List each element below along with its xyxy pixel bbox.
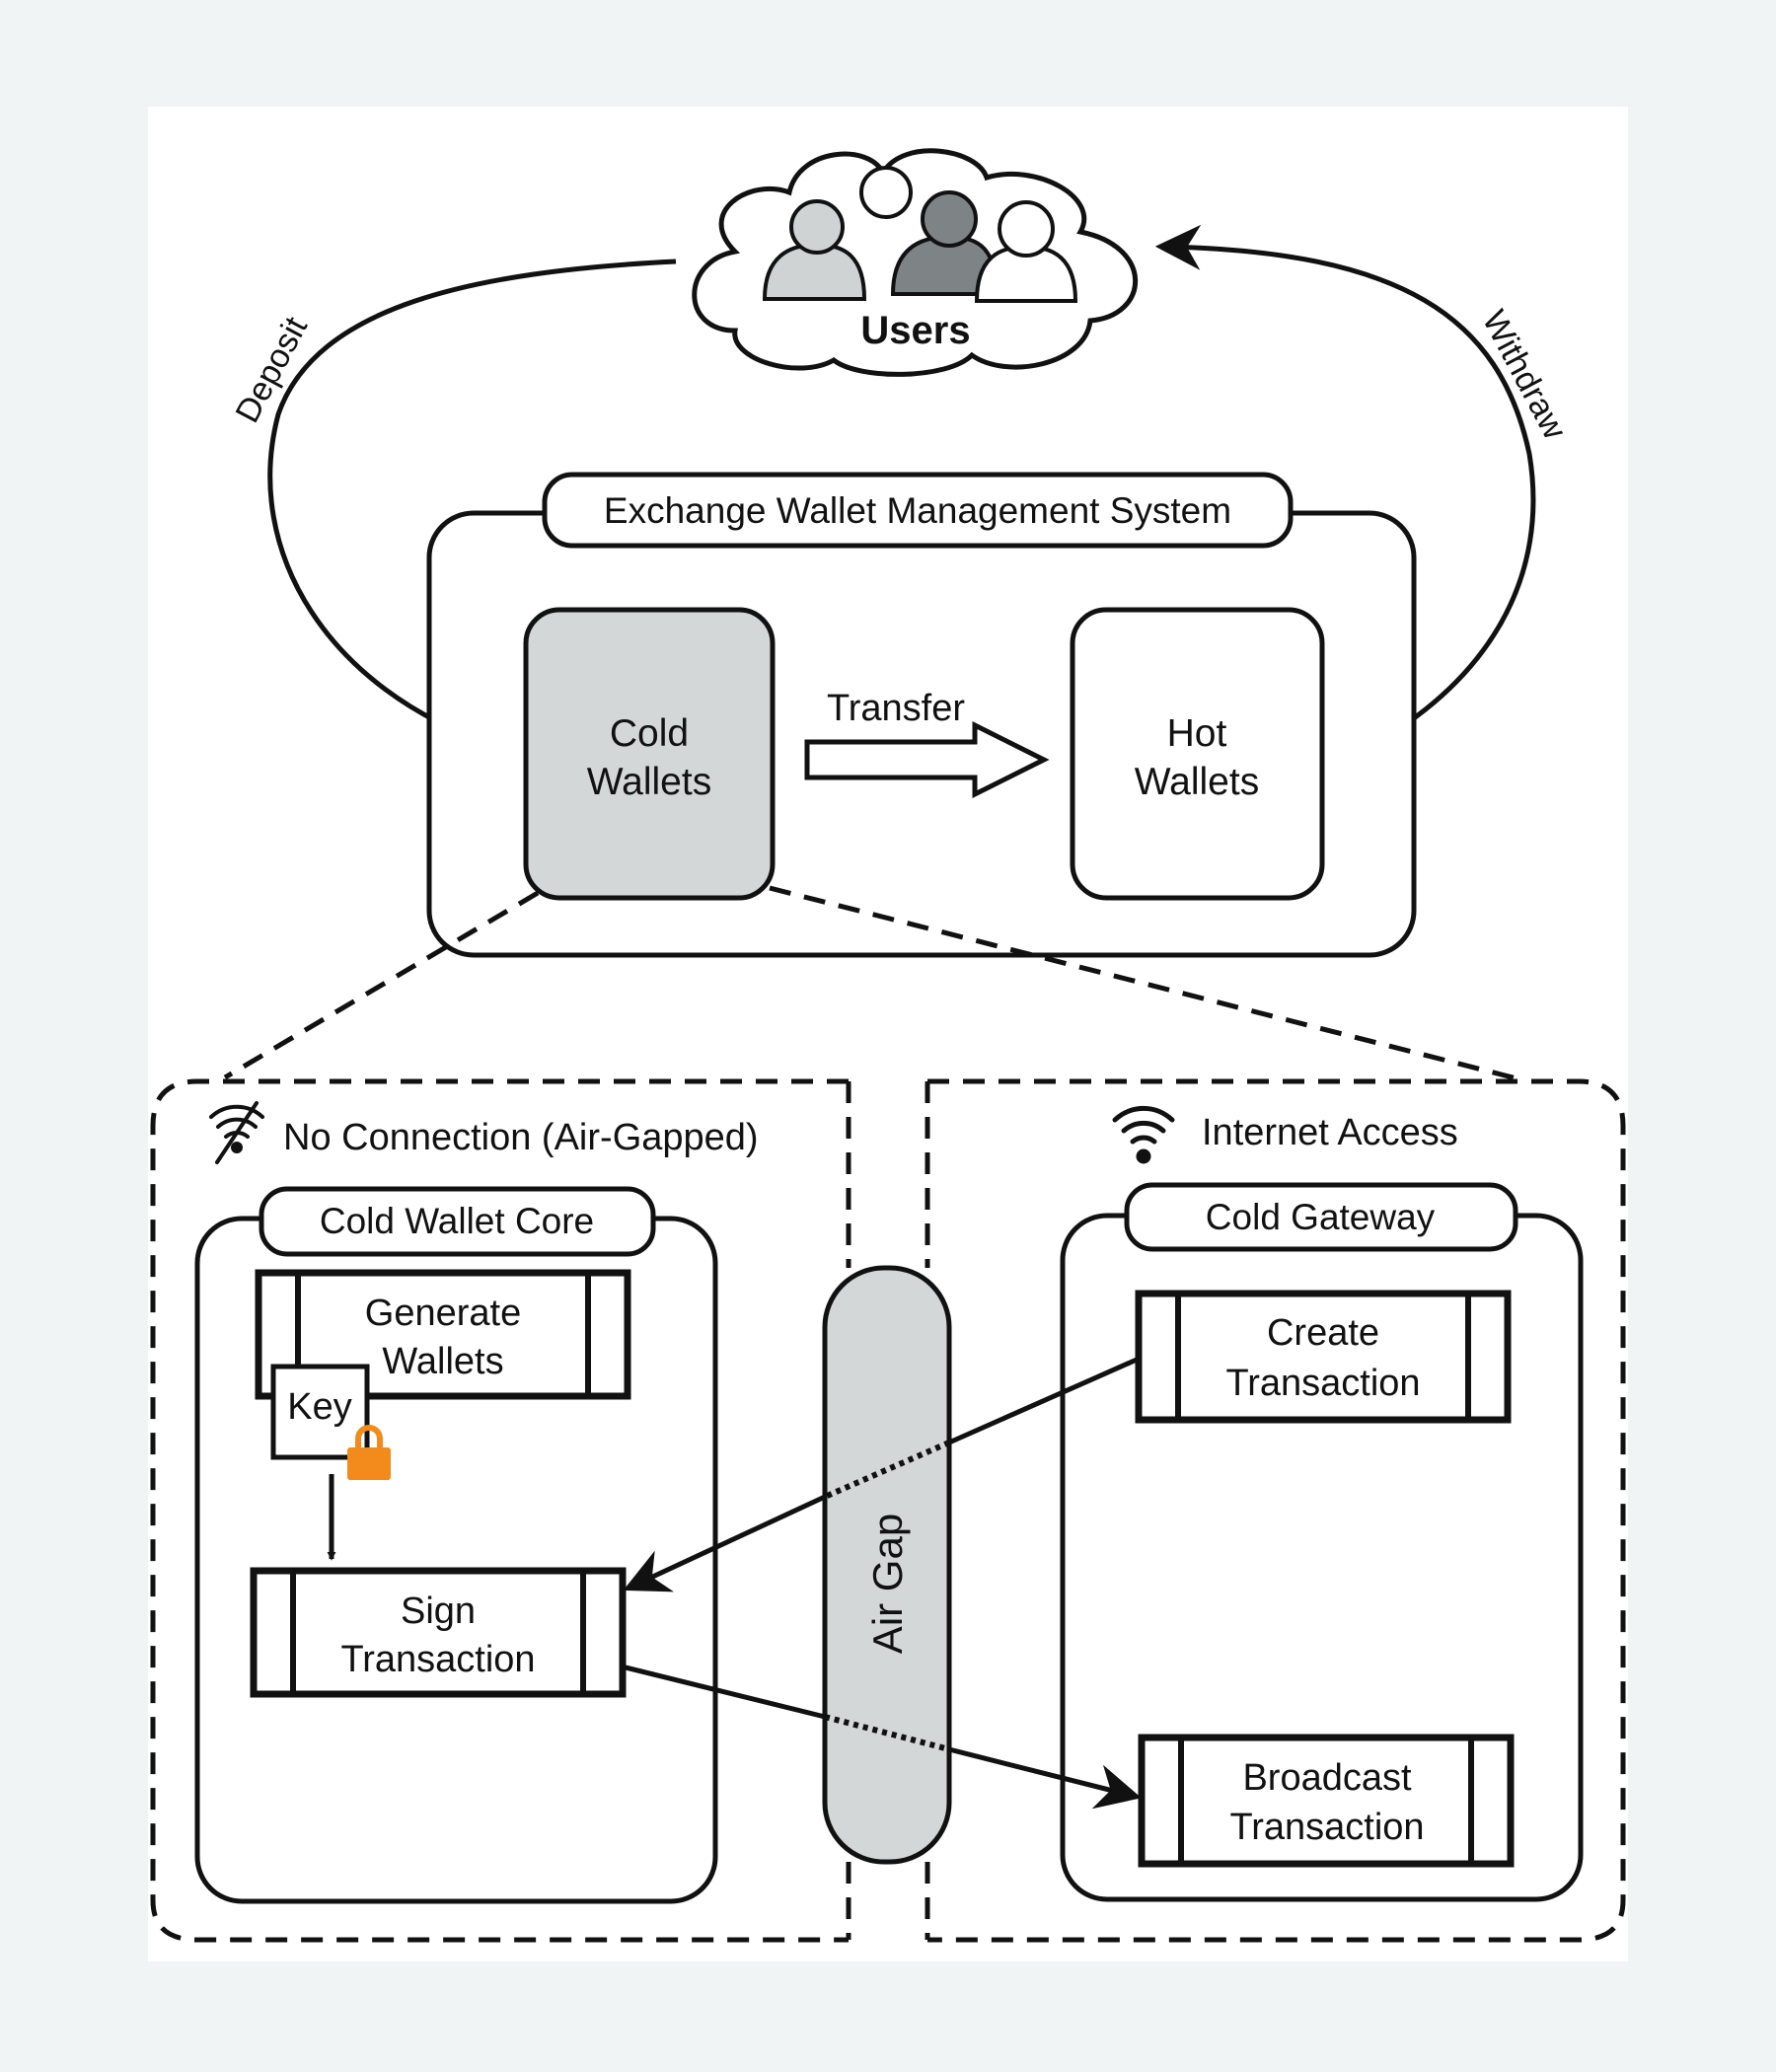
sign-transaction-process [250,1567,627,1698]
create-transaction-line1: Create [1267,1312,1379,1354]
cold-wallets-box [523,607,776,901]
withdraw-arrow [1154,224,1536,763]
broadcast-transaction-line1: Broadcast [1242,1757,1412,1799]
internet-access-label: Internet Access [1202,1112,1458,1153]
air-gap-bar [822,1265,952,1865]
wifi-icon [1112,1105,1175,1164]
cold-gateway-title-box [1124,1182,1518,1252]
cold-wallets-label-line1: Cold [610,712,689,755]
sign-to-broadcast-arrow-b [948,1746,1142,1810]
hot-wallets-label-line2: Wallets [1135,761,1259,803]
transfer-label: Transfer [827,688,965,729]
zoom-line-right [769,885,1525,1083]
zoom-line-left [223,890,540,1080]
sign-to-broadcast-arrow-a [625,1665,826,1720]
no-wifi-icon [209,1101,264,1164]
internet-zone [927,1078,1626,1943]
key-label: Key [287,1386,351,1428]
exchange-system-title-box [542,472,1294,549]
create-to-sign-arrow-gap [823,1440,951,1500]
air-gapped-label: No Connection (Air-Gapped) [283,1117,759,1158]
cold-wallets-label-line2: Wallets [587,761,711,803]
cold-wallet-core-title: Cold Wallet Core [320,1201,594,1241]
create-transaction-process [1135,1290,1512,1424]
key-box [270,1364,370,1460]
lock-icon [347,1425,391,1480]
create-transaction-line2: Transaction [1225,1363,1420,1404]
air-gapped-zone [150,1078,849,1943]
deposit-arrow [267,259,677,756]
sign-transaction-line1: Sign [401,1591,476,1632]
cold-wallet-core-title-box [259,1186,656,1257]
broadcast-transaction-line2: Transaction [1229,1807,1424,1848]
people-icon [762,166,1078,303]
create-to-sign-arrow-a [947,1357,1139,1445]
air-gap-label: Air Gap [864,1514,911,1654]
hot-wallets-label-line1: Hot [1167,712,1227,755]
generate-wallets-line2: Wallets [382,1341,503,1382]
hot-wallets-box [1070,607,1325,901]
sign-transaction-line2: Transaction [340,1639,535,1680]
users-label: Users [860,309,970,352]
exchange-system-title: Exchange Wallet Management System [604,490,1231,531]
create-to-sign-arrow-b [623,1494,827,1592]
cold-gateway-title: Cold Gateway [1206,1197,1436,1237]
transfer-arrow [804,720,1050,799]
broadcast-transaction-process [1138,1734,1515,1868]
sign-to-broadcast-arrow-gap [824,1714,950,1752]
generate-wallets-line1: Generate [365,1293,521,1334]
